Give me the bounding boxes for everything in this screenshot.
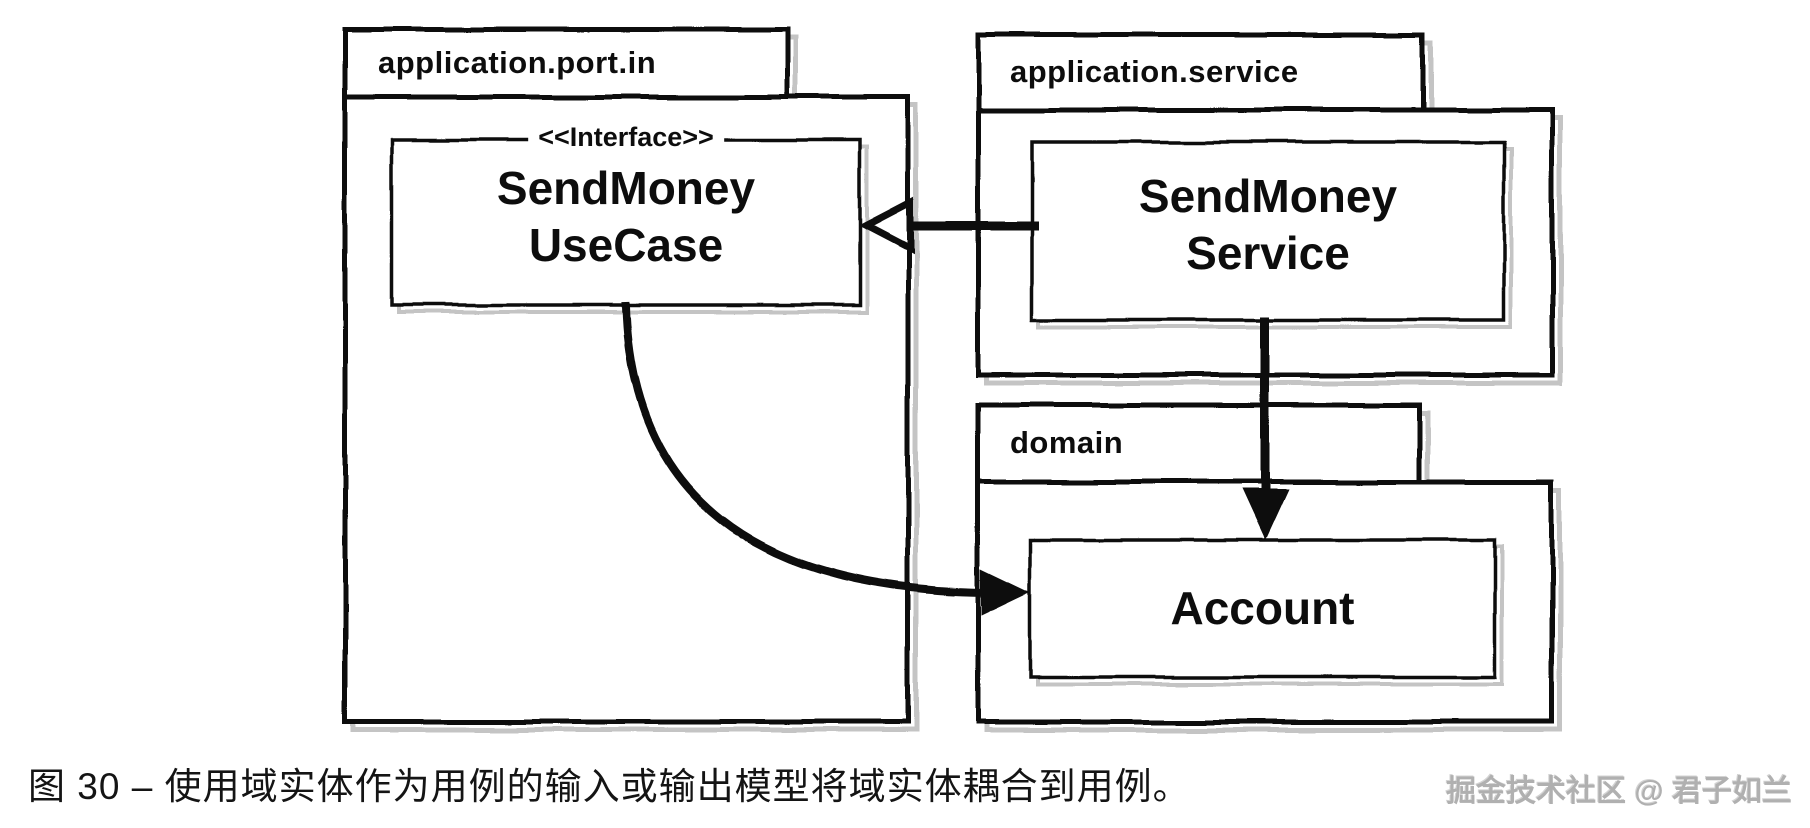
node-sendmoney-service-box <box>1030 140 1513 329</box>
package-label-application-service: application.service <box>1010 54 1299 89</box>
package-tab <box>342 27 791 100</box>
node-title-account: Account <box>1170 582 1355 634</box>
arrow-service-to-account <box>1241 316 1289 541</box>
stereotype-interface: <<Interface>> <box>528 122 724 153</box>
arrow-usecase-to-account <box>621 301 1031 616</box>
figure-caption: 图 30 – 使用域实体作为用例的输入或输出模型将域实体耦合到用例。 <box>28 766 1191 807</box>
node-account-box <box>1028 538 1504 686</box>
node-title-line1: SendMoney <box>496 162 756 214</box>
node-sendmoney-usecase-box <box>390 138 869 314</box>
node-title-sendmoney-usecase: SendMoney UseCase <box>392 160 860 274</box>
node-title-line1: SendMoney <box>1138 170 1398 222</box>
package-label-domain: domain <box>1010 425 1124 460</box>
node-title-line2: UseCase <box>528 219 724 271</box>
package-label-application-port-in: application.port.in <box>378 45 657 80</box>
watermark-text: 掘金技术社区 @ 君子如兰 <box>1446 775 1792 808</box>
arrow-service-to-usecase <box>858 197 1039 255</box>
node-title-line2: Service <box>1186 227 1350 279</box>
node-title-sendmoney-service: SendMoney Service <box>1032 168 1504 282</box>
